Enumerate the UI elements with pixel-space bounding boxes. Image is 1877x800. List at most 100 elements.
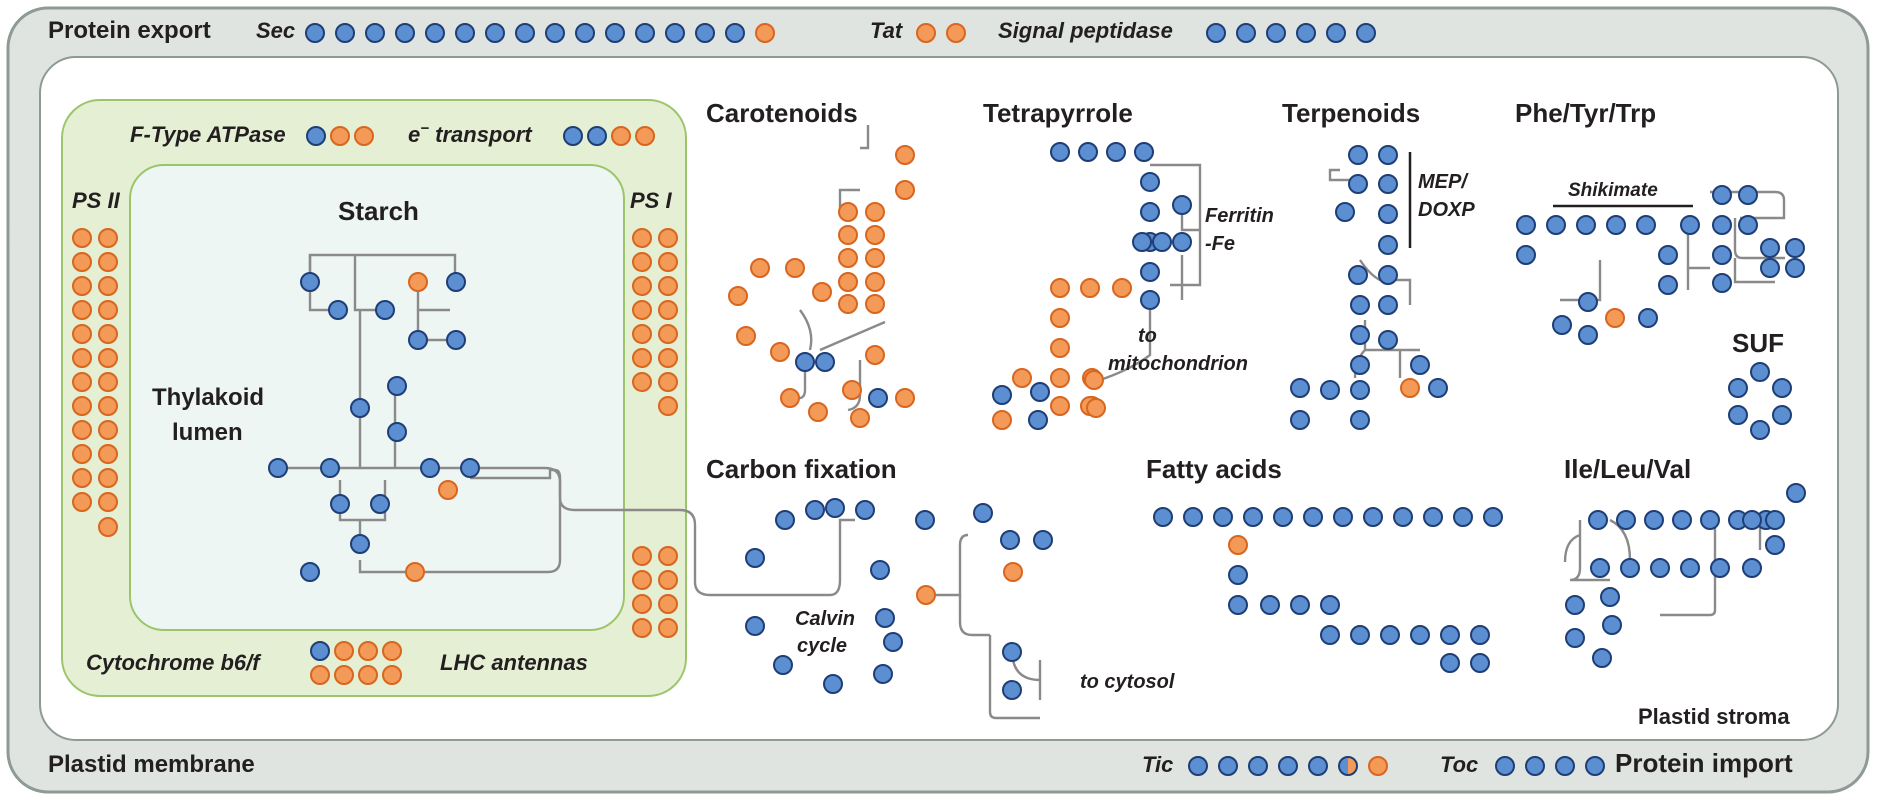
- terpenoids-node: [1378, 295, 1398, 315]
- mep-doxp-label-line1: MEP/: [1418, 171, 1469, 193]
- calvin-cycle-node: [973, 503, 993, 523]
- cytochrome-b6f-node: [334, 665, 354, 685]
- carotenoids-node: [780, 388, 800, 408]
- tat-node: [946, 23, 966, 43]
- lhc-node: [658, 618, 678, 638]
- f-type-atpase-node: [306, 126, 326, 146]
- ps2-node: [72, 492, 92, 512]
- tetrapyrrole-node: [1172, 195, 1192, 215]
- shikimate-node: [1576, 215, 1596, 235]
- ps2-node: [98, 252, 118, 272]
- ps1-node: [632, 276, 652, 296]
- f-type-atpase-node: [330, 126, 350, 146]
- phe-tyr-trp-node: [1578, 292, 1598, 312]
- calvin-cycle-node: [825, 498, 845, 518]
- ile-leu-val-node: [1765, 535, 1785, 555]
- calvin-cycle-node: [745, 616, 765, 636]
- carotenoids-node: [850, 408, 870, 428]
- tic-node: [1308, 756, 1328, 776]
- fatty-acids-node: [1410, 625, 1430, 645]
- calvin-cycle-node: [870, 560, 890, 580]
- phe-tyr-trp-node: [1760, 258, 1780, 278]
- to-cytosol-label: to cytosol: [1080, 671, 1175, 693]
- calvin-cycle-node: [916, 585, 936, 605]
- starch-node: [408, 272, 428, 292]
- calvin-cycle-node: [855, 500, 875, 520]
- shikimate-node: [1636, 215, 1656, 235]
- carotenoids-node: [865, 345, 885, 365]
- signal-peptidase-node: [1236, 23, 1256, 43]
- shikimate-node: [1606, 215, 1626, 235]
- ile-leu-val-node: [1565, 595, 1585, 615]
- terpenoids-node: [1320, 380, 1340, 400]
- ps2-node: [98, 276, 118, 296]
- ps2-node: [72, 228, 92, 248]
- ps2-node: [72, 276, 92, 296]
- phe-tyr-trp-node: [1760, 238, 1780, 258]
- starch-node: [375, 300, 395, 320]
- carotenoids-node: [895, 388, 915, 408]
- starch-node: [408, 330, 428, 350]
- signal-peptidase-node: [1296, 23, 1316, 43]
- cytochrome-b6f-node: [358, 665, 378, 685]
- calvin-cycle-node: [1002, 642, 1022, 662]
- cytochrome-b6f-label: Cytochrome b6/f: [86, 650, 262, 675]
- tetrapyrrole-node: [1050, 142, 1070, 162]
- ile-leu-val-node: [1710, 558, 1730, 578]
- tetrapyrrole-node: [1112, 278, 1132, 298]
- tetrapyrrole-node: [1086, 398, 1106, 418]
- shikimate-node: [1546, 215, 1566, 235]
- fatty-acids-node: [1423, 507, 1443, 527]
- calvin-cycle-node: [1000, 530, 1020, 550]
- lhc-node: [632, 618, 652, 638]
- terpenoids-node: [1290, 378, 1310, 398]
- tetrapyrrole-node: [1078, 142, 1098, 162]
- ile-leu-val-node: [1700, 510, 1720, 530]
- carotenoids-node: [865, 248, 885, 268]
- ps2-node: [72, 444, 92, 464]
- suf-node: [1772, 378, 1792, 398]
- calvin-cycle-node: [823, 674, 843, 694]
- lhc-node: [658, 594, 678, 614]
- terpenoids-node: [1348, 174, 1368, 194]
- sec-node: [695, 23, 715, 43]
- tetrapyrrole-node: [1050, 338, 1070, 358]
- terpenoids-node: [1378, 174, 1398, 194]
- terpenoids-node: [1378, 204, 1398, 224]
- shikimate-label: Shikimate: [1568, 180, 1658, 201]
- starch-node: [330, 494, 350, 514]
- tetrapyrrole-node: [1132, 232, 1152, 252]
- shikimate-node: [1516, 215, 1536, 235]
- tetrapyrrole-node: [1106, 142, 1126, 162]
- ile-leu-val-node: [1650, 558, 1670, 578]
- fatty-acids-node: [1350, 625, 1370, 645]
- ps2-node: [98, 228, 118, 248]
- tat-node: [916, 23, 936, 43]
- calvin-cycle-node: [883, 632, 903, 652]
- tic-node: [1248, 756, 1268, 776]
- tetrapyrrole-node: [1172, 232, 1192, 252]
- carotenoids-node: [838, 225, 858, 245]
- sec-node: [515, 23, 535, 43]
- calvin-cycle-node: [875, 608, 895, 628]
- thylakoid-lumen-label-line1: Thylakoid: [152, 384, 264, 411]
- fatty-acids-node: [1380, 625, 1400, 645]
- phe-tyr-trp-node: [1658, 275, 1678, 295]
- ile-leu-val-node: [1602, 615, 1622, 635]
- fatty-acids-node: [1333, 507, 1353, 527]
- lhc-node: [632, 546, 652, 566]
- ps2-node: [72, 468, 92, 488]
- tetrapyrrole-node: [992, 410, 1012, 430]
- e-transport-node: [635, 126, 655, 146]
- fatty-acids-node: [1228, 535, 1248, 555]
- ps2-node: [98, 300, 118, 320]
- carotenoids-node: [750, 258, 770, 278]
- fatty-acids-node: [1153, 507, 1173, 527]
- fatty-acids-node: [1393, 507, 1413, 527]
- terpenoids-node: [1428, 378, 1448, 398]
- fatty-acids-node: [1440, 625, 1460, 645]
- ps2-node: [98, 517, 118, 537]
- carotenoids-node: [815, 352, 835, 372]
- sec-node: [755, 23, 775, 43]
